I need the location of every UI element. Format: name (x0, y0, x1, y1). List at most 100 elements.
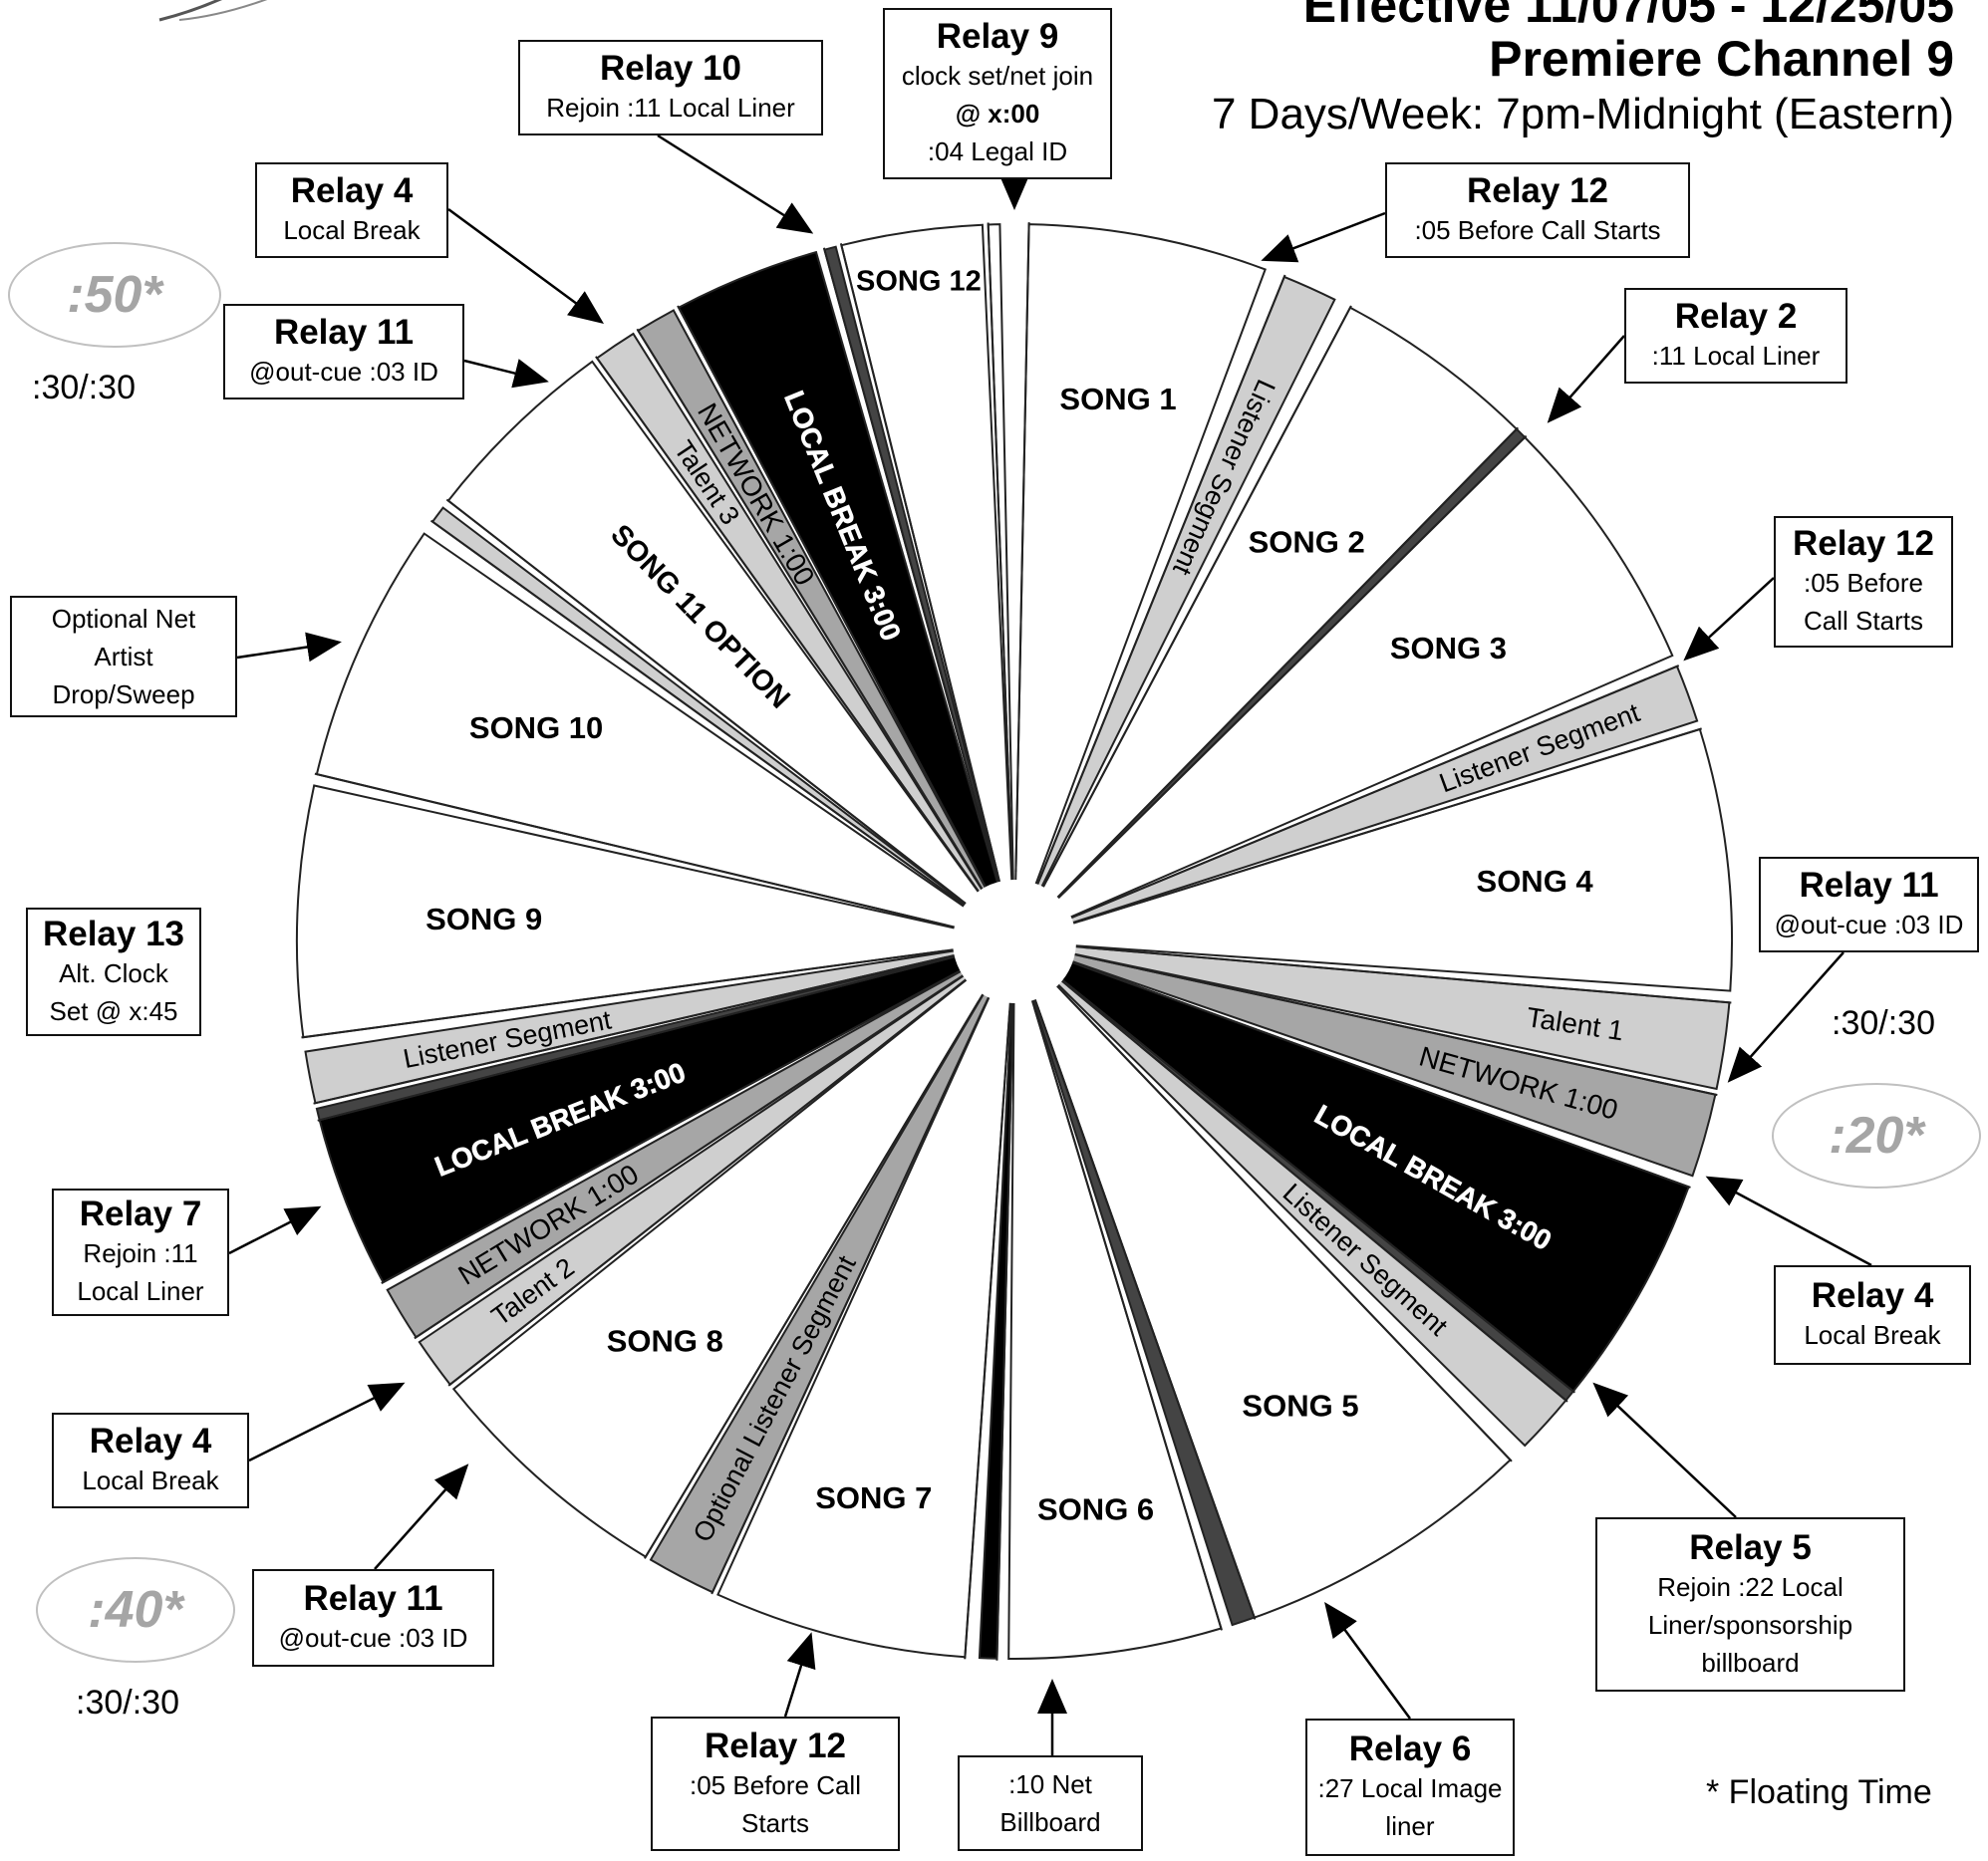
segment-divider (317, 957, 948, 1122)
relay-13-title: Relay 13 (42, 914, 185, 953)
segment-divider (636, 328, 980, 883)
relay-5-title: Relay 5 (1689, 1527, 1812, 1567)
floating-time-40-label: :40* (88, 1581, 183, 1639)
relay-11-bottom-line-1: @out-cue :03 ID (278, 1623, 468, 1653)
segment-divider (1067, 985, 1568, 1403)
relay-4-left-line-1: Local Break (82, 1465, 219, 1495)
relay-11-right-box: Relay 11 @out-cue :03 ID (1759, 857, 1979, 952)
arrow-relay-4-right (1705, 1176, 1872, 1267)
clock-center (953, 880, 1076, 1003)
segment-divider (995, 1010, 1014, 1661)
arrow-relay-11-top (463, 359, 549, 389)
segment-label-song10: SONG 10 (469, 710, 603, 745)
arrow-relay-10 (657, 133, 814, 234)
segment-song4 (1013, 727, 1733, 992)
relay-10-title: Relay 10 (599, 49, 742, 88)
relay-4-right-box: Relay 4 Local Break (1774, 1265, 1971, 1365)
segment-divider (1078, 665, 1680, 917)
segment-divider (677, 305, 984, 881)
segment-divider (822, 247, 997, 875)
arrow-relay-4-left (248, 1382, 406, 1462)
segment-song6 (1007, 940, 1223, 1661)
arrow-relay-5 (1592, 1382, 1737, 1518)
segment-song10 (315, 532, 1015, 942)
relay-11-top-box: Relay 11 @out-cue :03 ID (223, 304, 464, 399)
relay-9-line-2: @ x:00 (955, 99, 1040, 129)
relay-13-box: Relay 13 Alt. Clock Set @ x:45 (26, 908, 201, 1036)
segment-song7 (716, 940, 1015, 1659)
segment-divider (429, 519, 959, 902)
relay-4-top-box: Relay 4 Local Break (255, 162, 448, 258)
relay-11-right-title: Relay 11 (1799, 866, 1939, 905)
relay-9-title: Relay 9 (936, 17, 1059, 56)
segment-divider (1061, 990, 1513, 1462)
segment-divider (314, 772, 948, 927)
net-billboard-line-2: Billboard (999, 1807, 1101, 1837)
relay-arrows (228, 133, 1872, 1755)
floating-time-50-label: :50* (67, 266, 162, 324)
relay-12-right-box: Relay 12 :05 Before Call Starts (1774, 516, 1953, 648)
optional-net-line-2: Artist (94, 642, 153, 671)
segment-divider (1039, 274, 1286, 878)
relay-9-line-1: clock set/net join (901, 61, 1094, 91)
channel-title: Premiere Channel 9 (1489, 31, 1954, 87)
relay-4-left-box: Relay 4 Local Break (52, 1413, 249, 1508)
segment-divider (1083, 945, 1732, 1004)
segment-label-song6: SONG 6 (1037, 1492, 1154, 1527)
segment-divider (447, 983, 961, 1387)
relay-6-line-1: :27 Local Image (1317, 1773, 1503, 1803)
relay-11-bottom-box: Relay 11 @out-cue :03 ID (252, 1569, 494, 1667)
segment-divider (1036, 1006, 1257, 1620)
segment-divider (1045, 305, 1352, 881)
relay-11-top-line-1: @out-cue :03 ID (249, 357, 438, 387)
arrow-relay-11-right (1727, 951, 1845, 1083)
arrow-relay-4-top (447, 207, 605, 324)
relay-12-bottom-line-1: :05 Before Call (690, 1769, 861, 1800)
relay-5-line-2: Liner/sponsorship (1647, 1609, 1853, 1640)
relay-2-title: Relay 2 (1674, 297, 1798, 336)
arrow-relay-11-bottom (374, 1463, 469, 1570)
segment-song11 (446, 360, 1015, 942)
segment-divider (414, 978, 958, 1340)
segment-song8 (451, 940, 1015, 1558)
segment-divider (445, 498, 961, 900)
segment-divider (710, 1004, 987, 1595)
segment-label-song12: SONG 12 (856, 265, 982, 297)
relay-12-bottom-box: Relay 12 :05 Before Call Starts (651, 1717, 900, 1851)
floating-time-20-label: :20* (1829, 1107, 1924, 1165)
segment-song3 (1013, 435, 1674, 942)
relay-7-box: Relay 7 Rejoin :11 Local Liner (52, 1189, 229, 1316)
arrow-relay-7 (228, 1205, 322, 1255)
relay-12-top-box: Relay 12 :05 Before Call Starts (1385, 162, 1690, 258)
net-billboard-line-1: :10 Net (1008, 1769, 1092, 1799)
segment-divider (1063, 434, 1528, 894)
segment-divider (1080, 727, 1702, 923)
relay-5-box: Relay 5 Rejoin :22 Local Liner/sponsorsh… (1595, 1517, 1905, 1692)
segment-divider (1067, 984, 1576, 1394)
relay-2-box: Relay 2 :11 Local Liner (1624, 288, 1847, 384)
floating-time-footnote: * Floating Time (1706, 1773, 1932, 1811)
segment-divider (381, 973, 954, 1284)
segment-divider (1062, 426, 1520, 893)
segment-divider (595, 356, 976, 886)
relay-4-top-title: Relay 4 (290, 171, 414, 210)
relay-5-line-1: Rejoin :22 Local (1657, 1571, 1844, 1602)
segment-divider (964, 1010, 1011, 1660)
segment-label-song3: SONG 3 (1390, 631, 1507, 665)
relay-12-top-line-1: :05 Before Call Starts (1414, 215, 1661, 245)
split-30-30-bottom: :30/:30 (76, 1684, 179, 1722)
segment-label-song2: SONG 2 (1249, 524, 1365, 559)
relay-5-line-3: billboard (1701, 1647, 1800, 1678)
segment-break1 (1013, 940, 1690, 1393)
segment-song9 (296, 784, 1015, 1039)
optional-net-line-3: Drop/Sweep (52, 679, 195, 709)
segment-divider (1082, 954, 1718, 1097)
relay-9-box: Relay 9 clock set/net join @ x:00 :04 Le… (883, 8, 1112, 179)
relay-9-line-3: :04 Legal ID (927, 136, 1068, 166)
floating-time-50-oval: :50* (8, 242, 221, 348)
segment-divider (301, 949, 946, 1039)
relay-13-line-1: Alt. Clock (59, 957, 168, 988)
net-billboard-box: :10 Net Billboard (958, 1755, 1143, 1851)
